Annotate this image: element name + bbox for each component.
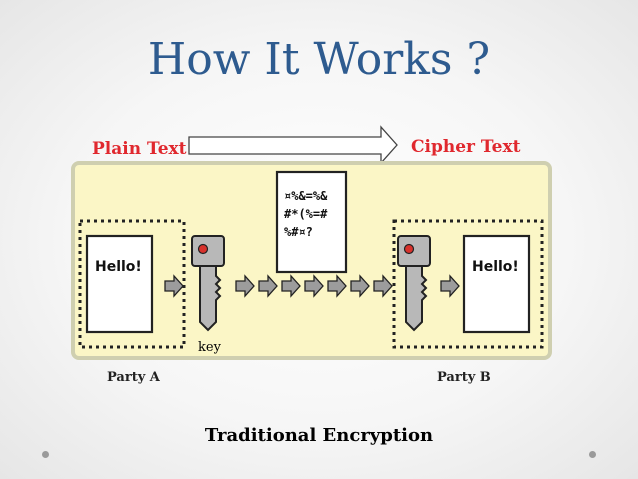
arrow-icon [350, 274, 370, 298]
right-document-text: Hello! [472, 259, 519, 275]
arrow-icon [235, 274, 255, 298]
arrow-icon [164, 274, 184, 298]
party-b-box [392, 219, 544, 349]
left-document-text: Hello! [95, 259, 142, 275]
decrypted-document: Hello! [462, 234, 531, 334]
arrow-icon [327, 274, 347, 298]
arrow-icon [440, 274, 460, 298]
cipher-text-label: Cipher Text [411, 137, 521, 157]
decor-dot-right [589, 451, 596, 458]
arrow-icon [281, 274, 301, 298]
plaintext-document: Hello! [85, 234, 154, 334]
diagram-caption: Traditional Encryption [204, 425, 434, 446]
arrow-icon [373, 274, 393, 298]
party-a-box [78, 219, 186, 349]
flow-arrows [164, 274, 460, 298]
plain-to-cipher-arrow [188, 125, 398, 165]
party-b-label: Party B [437, 370, 491, 385]
cipher-line-2: #*(%=# [284, 207, 328, 221]
arrow-icon [258, 274, 278, 298]
ciphertext-document: ¤%&=%& #*(%=# %#¤? [275, 170, 348, 274]
arrow-icon [304, 274, 324, 298]
key-icon [397, 235, 431, 332]
party-a-label: Party A [107, 370, 160, 385]
decor-dot-left [42, 451, 49, 458]
cipher-line-1: ¤%&=%& [284, 189, 328, 203]
plain-text-label: Plain Text [92, 139, 187, 159]
key-icon [191, 235, 225, 332]
slide-title: How It Works ? [147, 34, 491, 85]
key-label: key [198, 340, 221, 355]
cipher-line-3: %#¤? [284, 225, 313, 239]
